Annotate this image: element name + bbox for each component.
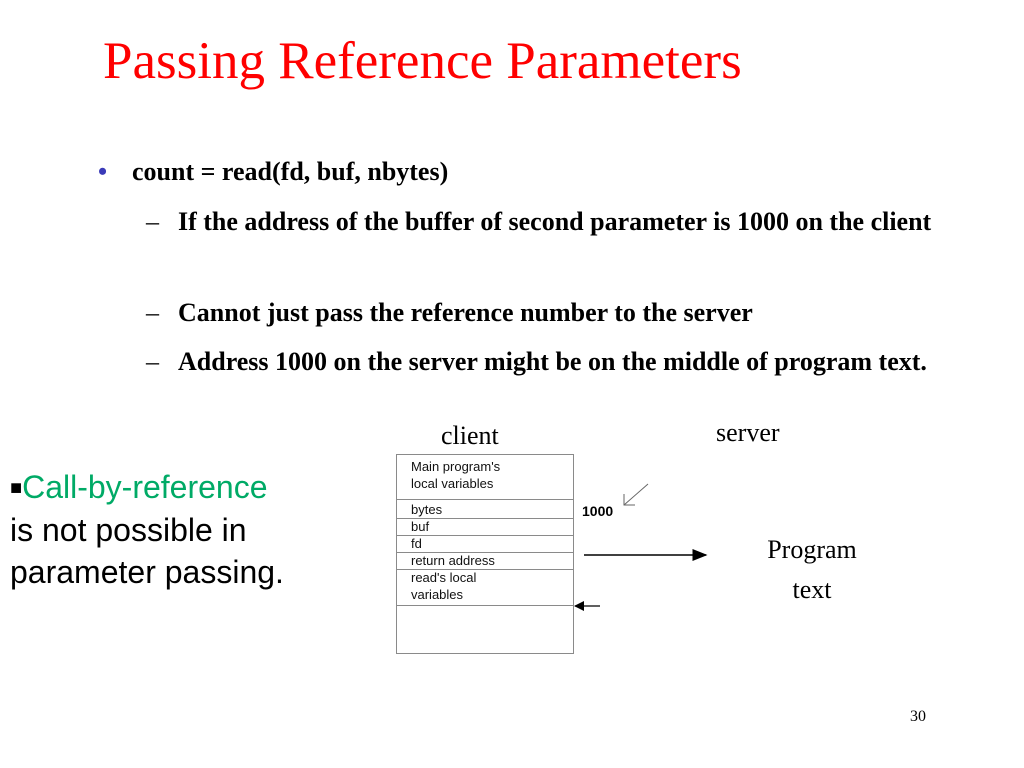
stack-item: local variables <box>411 476 494 491</box>
subbullet-item: – If the address of the buffer of second… <box>146 202 996 242</box>
left-arrow-icon <box>574 601 600 611</box>
subbullet-marker: – <box>146 207 159 236</box>
stack-item: Main program's <box>411 459 501 474</box>
subbullet-item: – Address 1000 on the server might be on… <box>146 342 996 382</box>
subbullet-marker: – <box>146 347 159 376</box>
program-text-label: Program text <box>742 530 882 610</box>
square-bullet-icon: ■ <box>10 477 23 499</box>
server-label: server <box>716 418 780 447</box>
client-label: client <box>441 421 499 450</box>
call-by-reference-note: ■Call-by-reference is not possible in pa… <box>10 466 284 593</box>
stack-divider <box>397 518 573 519</box>
note-line-1: ■Call-by-reference <box>10 466 284 509</box>
slide-title: Passing Reference Parameters <box>103 32 742 90</box>
stack-divider <box>397 605 573 606</box>
subbullet-text: If the address of the buffer of second p… <box>178 207 932 236</box>
stack-item: fd <box>411 536 422 551</box>
bullet-text: count = read(fd, buf, nbytes) <box>132 157 449 186</box>
bullet-item: • count = read(fd, buf, nbytes) <box>98 156 448 187</box>
stack-item: variables <box>411 587 464 602</box>
diagonal-arrow-icon <box>623 483 649 506</box>
stack-item: read's local <box>411 570 477 585</box>
page-number: 30 <box>910 708 926 725</box>
address-1000-label: 1000 <box>582 503 614 519</box>
stack-divider <box>397 569 573 570</box>
subbullet-item: – Cannot just pass the reference number … <box>146 293 996 333</box>
bullet-marker: • <box>98 157 108 186</box>
subbullet-text: Cannot just pass the reference number to… <box>178 298 753 327</box>
stack-item: buf <box>411 519 430 534</box>
program-text-line: text <box>792 575 832 604</box>
note-highlight: Call-by-reference <box>22 469 268 505</box>
note-line-3: parameter passing. <box>10 554 284 590</box>
client-stack-diagram: Main program's local variables bytes buf… <box>396 454 574 654</box>
stack-divider <box>397 499 573 500</box>
stack-divider <box>397 535 573 536</box>
subbullet-marker: – <box>146 298 159 327</box>
program-text-line: Program <box>767 535 857 564</box>
subbullet-text: Address 1000 on the server might be on t… <box>178 347 927 376</box>
stack-item: bytes <box>411 502 443 517</box>
stack-divider <box>397 552 573 553</box>
note-line-2: is not possible in <box>10 512 247 548</box>
stack-item: return address <box>411 553 495 568</box>
